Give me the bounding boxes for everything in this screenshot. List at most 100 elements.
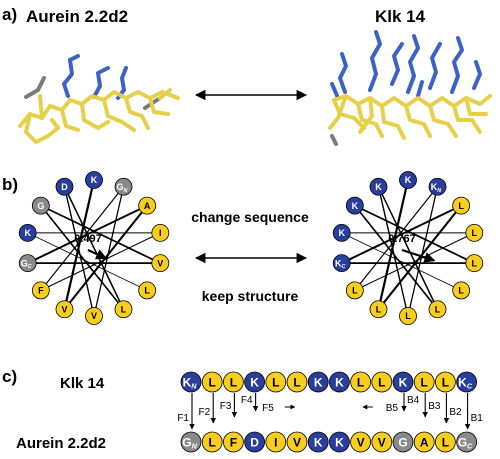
residue-circle <box>31 281 50 300</box>
residue-label: V <box>157 258 163 268</box>
wheel-residue: L <box>345 281 364 300</box>
residue-circle <box>465 223 484 242</box>
residue-circle <box>350 371 372 393</box>
wheel-residue: GN <box>114 177 133 196</box>
residue-circle <box>332 254 351 273</box>
forward-primer-label: F1 <box>177 413 189 424</box>
residue-circle <box>114 300 133 319</box>
aurein-residue: K <box>328 431 350 453</box>
klk14-residue: KN <box>180 371 202 393</box>
backward-primer-label: B2 <box>449 407 462 418</box>
residue-label: V <box>293 435 301 449</box>
residue-label: I <box>274 435 277 449</box>
klk14-residue: K <box>392 371 414 393</box>
residue-circle <box>85 171 103 189</box>
wheel-connection <box>354 204 475 264</box>
residue-label: K <box>314 375 323 389</box>
aurein-residue: G <box>392 431 414 453</box>
klk14-residue: L <box>222 371 244 393</box>
wheel-connection <box>63 186 125 310</box>
wheel-connection <box>27 232 148 291</box>
klk14-residue: L <box>434 371 456 393</box>
wheel-residue: V <box>85 307 103 325</box>
klk14-residue: K <box>328 371 350 393</box>
change-sequence-label: change sequence <box>191 209 309 225</box>
residue-label: A <box>420 435 429 449</box>
wheel-residue: GC <box>18 254 37 273</box>
residue-circle <box>222 431 244 453</box>
wheel-residue: K <box>18 223 37 242</box>
wheel-residue: K <box>85 171 103 189</box>
residue-circle <box>350 431 372 453</box>
wheel-connection <box>63 186 95 317</box>
residue-label: L <box>209 375 216 389</box>
wheel-connection <box>407 186 439 317</box>
klk14-residue: K <box>307 371 329 393</box>
wheel-residue: L <box>138 281 157 300</box>
residue-label: L <box>209 435 216 449</box>
residue-circle <box>180 431 202 453</box>
residue-circle <box>201 371 223 393</box>
panel-a-right-title: Klk 14 <box>375 7 426 26</box>
residue-circle <box>244 431 266 453</box>
residue-circle <box>151 254 170 273</box>
wheel-residue: L <box>452 196 471 215</box>
residue-label: F <box>230 435 237 449</box>
residue-circle <box>328 431 350 453</box>
residue-label: L <box>293 375 300 389</box>
residue-label: L <box>421 375 428 389</box>
residue-label: F <box>38 286 44 296</box>
residue-label: K <box>314 435 323 449</box>
residue-label: A <box>144 201 151 211</box>
residue-label: L <box>472 258 478 268</box>
residue-circle <box>18 254 37 273</box>
wheel-connection <box>40 186 124 291</box>
wheel-connection <box>63 179 96 310</box>
residue-circle <box>85 307 103 325</box>
hydrophobic-moment-arrow <box>87 249 108 260</box>
wheel-residue: G <box>31 196 50 215</box>
residue-circle <box>434 371 456 393</box>
aurein-residue: L <box>201 431 223 453</box>
residue-circle <box>307 431 329 453</box>
aurein-residue: A <box>413 431 435 453</box>
klk14-residue: L <box>201 371 223 393</box>
residue-label: K <box>338 228 345 238</box>
wheel-residue: V <box>55 300 74 319</box>
hydrophobic-moment-value: 0.497 <box>74 233 102 245</box>
residue-label: KC <box>335 258 346 270</box>
wheel-connection <box>354 205 439 310</box>
hydrophobic-moment-arrow <box>401 248 436 263</box>
forward-primer-label: F4 <box>241 395 253 406</box>
wheel-residue: KC <box>332 254 351 273</box>
residue-circle <box>180 371 202 393</box>
klk14-residue: L <box>286 371 308 393</box>
wheel-residue: L <box>465 254 484 273</box>
wheel-residue: V <box>151 254 170 273</box>
residue-circle <box>286 431 308 453</box>
klk14-residue: L <box>371 371 393 393</box>
wheel-connection <box>40 232 161 291</box>
residue-label: GC <box>21 258 32 270</box>
klk14-residue: KC <box>456 371 478 393</box>
residue-circle <box>201 431 223 453</box>
aurein-residue: F <box>222 431 244 453</box>
residue-label: K <box>91 175 98 185</box>
residue-label: L <box>357 375 364 389</box>
residue-circle <box>345 196 364 215</box>
wheel-residue: L <box>452 281 471 300</box>
aurein-residue: GC <box>456 431 478 453</box>
residue-label: L <box>272 375 279 389</box>
residue-label: K <box>399 375 408 389</box>
residue-label: V <box>357 435 365 449</box>
aurein-residue: V <box>286 431 308 453</box>
residue-circle <box>55 177 74 196</box>
residue-circle <box>307 371 329 393</box>
residue-circle <box>452 281 471 300</box>
wheel-residue: F <box>31 281 50 300</box>
residue-label: L <box>442 375 449 389</box>
forward-primer-label: F5 <box>262 403 274 414</box>
